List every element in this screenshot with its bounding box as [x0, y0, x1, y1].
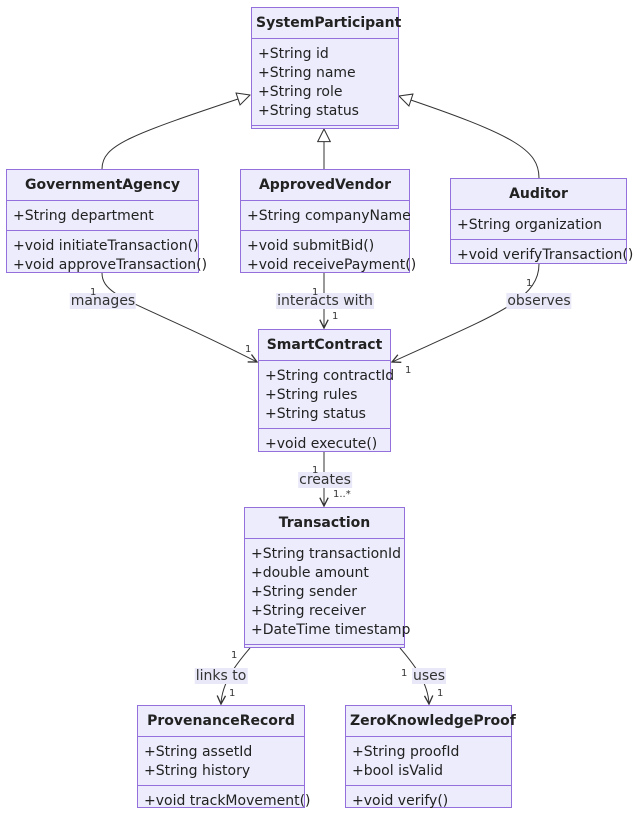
class-systemparticipant[interactable]: SystemParticipant +String id +String nam…	[251, 7, 401, 129]
attribute: +String sender	[251, 584, 357, 600]
class-name: ApprovedVendor	[241, 170, 409, 201]
class-name: ZeroKnowledgeProof	[346, 706, 516, 737]
method: +void approveTransaction()	[13, 257, 208, 273]
cardinality: 1	[229, 688, 236, 699]
attributes: +String assetId +String history	[138, 737, 304, 786]
attribute: +String status	[265, 406, 366, 422]
edge-label-links-to: links to	[194, 668, 248, 684]
attribute: +double amount	[251, 565, 369, 581]
class-name: SystemParticipant	[252, 8, 401, 39]
inheritance-governmentagency	[101, 95, 250, 170]
attributes: +String companyName	[241, 201, 411, 231]
cardinality: 1	[405, 365, 412, 376]
attribute: +String history	[144, 763, 251, 779]
attribute: +String name	[258, 65, 356, 81]
cardinality: 1	[90, 287, 97, 298]
cardinality: 1	[312, 465, 319, 476]
class-auditor[interactable]: Auditor +String organization +void verif…	[450, 178, 633, 264]
class-name: Transaction	[245, 508, 404, 539]
methods: +void submitBid() +void receivePayment()	[241, 231, 417, 279]
class-smartcontract[interactable]: SmartContract +String contractId +String…	[258, 329, 395, 452]
attribute: +String transactionId	[251, 546, 402, 562]
class-approvedvendor[interactable]: ApprovedVendor +String companyName +void…	[240, 169, 416, 273]
class-governmentagency[interactable]: GovernmentAgency +String department +voi…	[6, 169, 207, 273]
class-name: SmartContract	[259, 330, 390, 361]
methods: +void initiateTransaction() +void approv…	[7, 231, 208, 279]
class-transaction[interactable]: Transaction +String transactionId +doubl…	[244, 507, 411, 648]
edge-label-creates: creates	[298, 472, 352, 488]
method: +void submitBid()	[247, 238, 375, 254]
attributes: +String department	[7, 201, 198, 231]
method: +void execute()	[265, 436, 378, 452]
cardinality: 1	[401, 668, 408, 679]
class-name: GovernmentAgency	[7, 170, 198, 201]
cardinality: 1..*	[333, 489, 351, 500]
attribute: +String role	[258, 84, 343, 100]
edge-label-observes: observes	[506, 293, 572, 309]
edge-label-uses: uses	[411, 668, 447, 684]
methods: +void verify()	[346, 786, 511, 815]
class-name: ProvenanceRecord	[138, 706, 304, 737]
edge-manages	[101, 272, 257, 362]
attribute: +bool isValid	[352, 763, 444, 779]
class-provenancerecord[interactable]: ProvenanceRecord +String assetId +String…	[137, 705, 311, 809]
attribute: +String proofId	[352, 744, 460, 760]
methods	[245, 645, 404, 659]
method: +void initiateTransaction()	[13, 238, 199, 254]
attributes: +String proofId +bool isValid	[346, 737, 511, 786]
class-name: Auditor	[451, 179, 626, 210]
cardinality: 1	[245, 344, 252, 355]
cardinality: 1	[312, 287, 319, 298]
attributes: +String contractId +String rules +String…	[259, 361, 395, 429]
attribute: +String status	[258, 103, 359, 119]
attributes: +String organization	[451, 210, 626, 240]
attribute: +String department	[13, 208, 154, 224]
method: +void trackMovement()	[144, 793, 311, 809]
attributes: +String transactionId +double amount +St…	[245, 539, 411, 645]
cardinality: 1	[526, 278, 533, 289]
inheritance-auditor	[399, 96, 540, 179]
attribute: +String organization	[457, 217, 603, 233]
cardinality: 1	[437, 688, 444, 699]
attribute: +String id	[258, 46, 329, 62]
method: +void verify()	[352, 793, 449, 809]
attribute: +String contractId	[265, 368, 395, 384]
attribute: +DateTime timestamp	[251, 622, 411, 638]
edge-label-manages: manages	[69, 293, 137, 309]
methods: +void trackMovement()	[138, 786, 311, 815]
attribute: +String assetId	[144, 744, 253, 760]
attribute: +String companyName	[247, 208, 411, 224]
cardinality: 1	[332, 311, 339, 322]
methods: +void execute()	[259, 429, 390, 458]
methods: +void verifyTransaction()	[451, 240, 634, 269]
methods	[252, 126, 398, 140]
class-zeroknowledgeproof[interactable]: ZeroKnowledgeProof +String proofId +bool…	[345, 705, 516, 809]
cardinality: 1	[231, 650, 238, 661]
attributes: +String id +String name +String role +St…	[252, 39, 398, 126]
edge-observes	[392, 263, 540, 362]
method: +void verifyTransaction()	[457, 247, 634, 263]
method: +void receivePayment()	[247, 257, 417, 273]
attribute: +String receiver	[251, 603, 366, 619]
edge-label-interacts-with: interacts with	[276, 293, 374, 309]
attribute: +String rules	[265, 387, 358, 403]
